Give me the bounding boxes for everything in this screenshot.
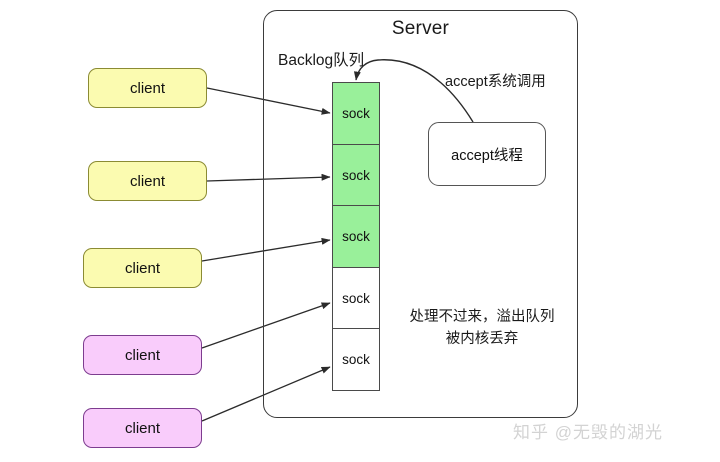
queue-cell-sock-2: sock <box>332 143 380 207</box>
overflow-note-line2: 被内核丢弃 <box>445 331 519 348</box>
client-box-3: client <box>83 248 202 288</box>
watermark: 知乎 @无毁的湖光 <box>513 423 663 442</box>
queue-cell-sock-3: sock <box>332 205 380 269</box>
client-label: client <box>129 172 166 190</box>
client-box-1: client <box>88 68 207 108</box>
client-box-5: client <box>83 408 202 448</box>
connector-client5-to-sock5 <box>201 366 331 422</box>
server-container <box>263 10 578 418</box>
queue-cell-label: sock <box>342 106 370 121</box>
queue-cell-label: sock <box>342 229 370 245</box>
connector-client1-to-sock1 <box>206 87 331 115</box>
connector-client2-to-sock2 <box>206 173 331 182</box>
queue-cell-sock-4: sock <box>332 266 380 330</box>
client-label: client <box>129 79 166 97</box>
client-label: client <box>124 259 161 277</box>
backlog-queue: sock sock sock sock sock <box>332 82 380 397</box>
overflow-note-line1: 处理不过来，溢出队列 <box>409 309 555 325</box>
backlog-queue-label: Backlog队列 <box>278 52 365 69</box>
connector-client3-to-sock3 <box>201 237 331 262</box>
queue-cell-sock-5: sock <box>332 328 380 392</box>
connector-accept-to-queue <box>353 59 474 123</box>
client-label: client <box>124 419 161 437</box>
accept-syscall-label: accept系统调用 <box>445 74 546 90</box>
queue-cell-sock-1: sock <box>332 82 380 145</box>
client-label: client <box>124 346 161 364</box>
accept-thread-box: accept线程 <box>428 122 546 186</box>
accept-thread-label: accept线程 <box>451 147 523 164</box>
queue-cell-label: sock <box>342 290 370 306</box>
client-box-4: client <box>83 335 202 375</box>
queue-cell-label: sock <box>342 167 370 183</box>
queue-cell-label: sock <box>342 352 370 368</box>
connector-client4-to-sock4 <box>201 302 331 349</box>
client-box-2: client <box>88 161 207 201</box>
overflow-note: 处理不过来，溢出队列 被内核丢弃 <box>392 306 572 351</box>
server-title: Server <box>391 18 450 39</box>
